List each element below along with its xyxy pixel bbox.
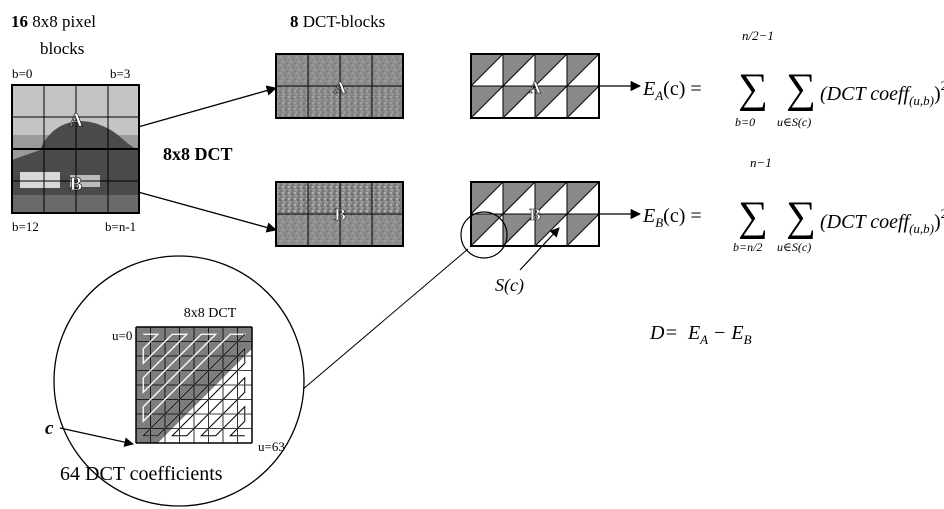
eb-sum-lower: b=n/2 (733, 240, 762, 254)
zoom-source-circle (460, 211, 508, 259)
selected-blocks-a (470, 53, 600, 119)
ea-term: (DCT coeff(u,b))2 (820, 78, 944, 108)
dct-blocks-b (275, 181, 404, 247)
dct-title: 8 DCT-blocks (290, 12, 385, 31)
zoom-line-lower (301, 248, 469, 391)
label-c: c (45, 418, 54, 439)
arrow-to-dct-b (137, 191, 278, 233)
pixel-image (11, 84, 140, 214)
ea-sum-lower: b=0 (735, 115, 755, 129)
ea-sum2-sigma: ∑ (786, 66, 816, 112)
formula-eb: EB(c) = n−1 ∑ b=n/2 ∑ u∈S(c) (DCT coeff(… (642, 155, 944, 254)
eb-term: (DCT coeff(u,b))2 (820, 206, 944, 236)
arrow-to-dct-a (137, 85, 278, 128)
eb-sum2-sigma: ∑ (786, 194, 816, 240)
label-bn1: b=n-1 (105, 219, 136, 234)
eb-lhs: EB(c) = (642, 205, 702, 230)
tri-label-a: A (529, 78, 542, 97)
tri-label-b: B (529, 205, 540, 224)
eb-sum-upper: n−1 (750, 155, 772, 170)
label-b0: b=0 (12, 66, 32, 81)
arrow-s-c (519, 227, 560, 271)
dct-blocks-a (275, 53, 404, 119)
label-u63: u=63 (258, 439, 285, 454)
pixel-label-a: A (69, 110, 83, 131)
ea-sum2-lower: u∈S(c) (777, 115, 811, 129)
eb-sum-sigma: ∑ (738, 194, 768, 240)
s-c-label: S(c) (495, 275, 524, 296)
label-u0: u=0 (112, 328, 132, 343)
arrow-c (59, 427, 134, 447)
label-b3: b=3 (110, 66, 130, 81)
dct-label-b: B (334, 205, 345, 224)
dct-operation-label: 8x8 DCT (163, 144, 233, 164)
ea-lhs: EA(c) = (642, 78, 702, 103)
ea-sum-upper: n/2−1 (742, 28, 774, 43)
eb-sum2-lower: u∈S(c) (777, 240, 811, 254)
pixel-title: 16 8x8 pixel (11, 12, 96, 31)
formula-ea: EA(c) = n/2−1 ∑ b=0 ∑ u∈S(c) (DCT coeff(… (642, 28, 944, 129)
coefficient-grid (135, 326, 253, 444)
label-b12: b=12 (12, 219, 39, 234)
coeff-caption: 64 DCT coefficients (60, 463, 223, 485)
pixel-title-line2: blocks (40, 39, 84, 58)
dct-label-a: A (334, 78, 347, 97)
formula-d: D=EA−EB (649, 322, 752, 347)
ea-sum-sigma: ∑ (738, 66, 768, 112)
pixel-label-b: B (70, 174, 83, 195)
zoom-title: 8x8 DCT (184, 306, 237, 321)
